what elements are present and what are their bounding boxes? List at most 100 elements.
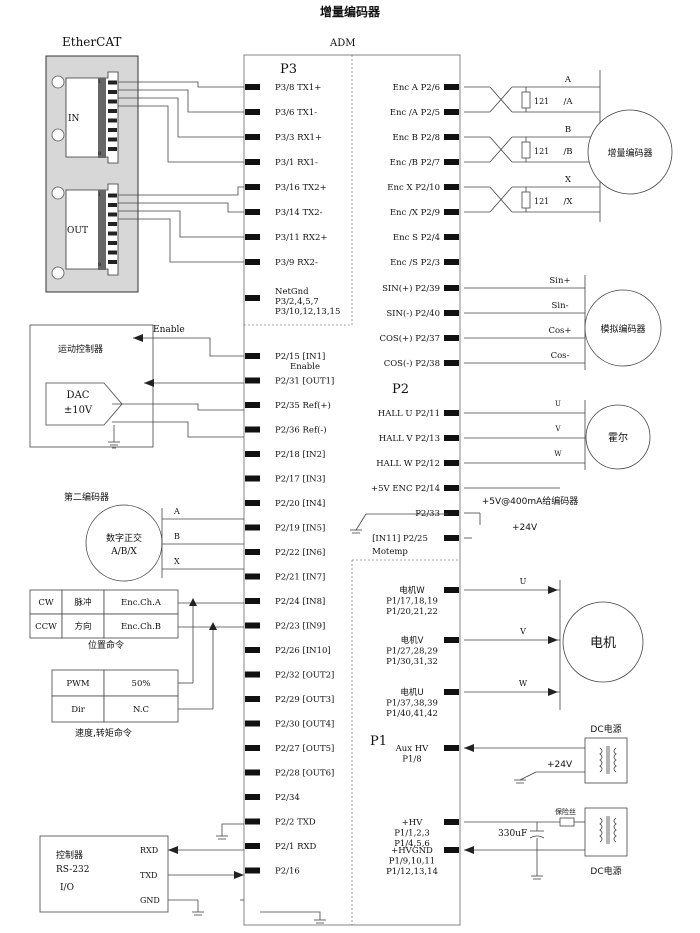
enc5v-wiring xyxy=(355,487,560,539)
p2-pin-terminal xyxy=(245,377,260,384)
rj45-contact xyxy=(108,241,117,245)
analog-pin-terminal xyxy=(444,360,459,366)
aux-arrow xyxy=(464,744,474,752)
motion-controller-title: 运动控制器 xyxy=(58,343,103,355)
rs232-arrows xyxy=(168,846,244,879)
enc-pin-terminal xyxy=(444,234,459,240)
p1-pin-label: P1/30,31,32 xyxy=(386,657,438,667)
analog-signal-label: Sin+ xyxy=(549,276,570,286)
analog-encoder-label: 模拟编码器 xyxy=(600,323,645,335)
dc-supply-2 xyxy=(584,807,628,857)
analog-signal-labels: Sin+Sin-Cos+Cos- xyxy=(548,276,571,361)
v24-label-1: +24V xyxy=(512,523,538,533)
position-table-cell xyxy=(61,613,105,639)
p2-pin-terminal xyxy=(245,720,260,727)
ethercat-title: EtherCAT xyxy=(62,35,121,49)
p3-pin-label: P3/8 TX1+ xyxy=(275,83,321,93)
p2-pin-label: P2/1 RXD xyxy=(275,842,317,852)
p1-pin-label: P1/9,10,11 xyxy=(389,857,435,867)
position-table-text: CW xyxy=(38,598,54,608)
p3-pin-label: P3/1 RX1- xyxy=(275,158,318,168)
position-table-cell xyxy=(103,613,179,639)
rj45-contact xyxy=(108,193,117,198)
motion-arrows xyxy=(133,334,154,387)
p1-pin-terminal xyxy=(444,819,459,825)
p3-pin-label: P3/16 TX2+ xyxy=(275,183,327,193)
p1-pin-label: 电机V xyxy=(401,635,424,646)
dac-ground xyxy=(108,441,120,449)
fuse xyxy=(559,817,575,827)
position-arrows xyxy=(189,598,217,630)
hv-wiring xyxy=(464,821,590,876)
rj45-in-pin1: 1 xyxy=(98,79,101,85)
enc-pin-label: Enc X P2/10 xyxy=(387,183,440,193)
p2-pin-label: P2/30 [OUT4] xyxy=(275,720,334,730)
diagram-title: 增量编码器 xyxy=(320,4,381,19)
p2-pin-label: P2/29 [OUT3] xyxy=(275,695,334,705)
p2-pin-terminal xyxy=(245,500,260,506)
rj45-in xyxy=(65,71,119,164)
p3-pin-terminal xyxy=(245,84,260,90)
hall-sensor-label: 霍尔 xyxy=(608,431,628,444)
motor-signal-labels: UVW xyxy=(519,577,528,688)
p1-pin-label: +HVGND xyxy=(391,846,433,856)
p1-pin-label: P1/27,28,29 xyxy=(386,647,438,657)
supply-5v-label: +5V@400mA给编码器 xyxy=(482,495,579,507)
position-table-text: 方向 xyxy=(74,621,91,632)
enc-pin-label: Enc /S P2/3 xyxy=(390,258,440,268)
ethercat-holes xyxy=(51,75,65,280)
motor-signal-label: W xyxy=(519,679,528,688)
hall-pin-label: HALL V P2/13 xyxy=(379,434,440,444)
encoder-signal-label: A xyxy=(564,75,572,85)
p3-pin-label: P3/3 RX1+ xyxy=(275,133,322,143)
incremental-encoder-label: 增量编码器 xyxy=(607,147,652,159)
hv-arrow xyxy=(464,846,474,854)
encoder-signal-label: /A xyxy=(563,97,573,107)
p1-pin-terminal xyxy=(444,637,459,643)
position-wiring xyxy=(178,602,244,710)
rj45-out-pin1: 1 xyxy=(98,192,101,198)
p3-pin-terminal xyxy=(245,109,260,115)
p1-pin-label: P1/8 xyxy=(402,755,421,765)
p2-pin-label: P2/35 Ref(+) xyxy=(275,400,331,411)
hall-sensor xyxy=(585,404,651,470)
p3-pin-label: P3/14 TX2- xyxy=(275,208,323,218)
p2-pin-label: P2/31 [OUT1] xyxy=(275,377,334,387)
p2-pin-terminal xyxy=(245,598,260,604)
second-encoder-title: 第二编码器 xyxy=(64,491,109,503)
hall-signal-labels: UVW xyxy=(554,400,562,458)
p2-pin-terminal xyxy=(245,353,260,359)
speed-table-text: PWM xyxy=(66,679,89,689)
incremental-encoder xyxy=(587,109,673,195)
p3-pin-label: P3/6 TX1- xyxy=(275,108,317,118)
enc-pin-label: Enc /X P2/9 xyxy=(390,208,440,218)
speed-table-cell xyxy=(51,669,105,697)
second-encoder-signals: ABX xyxy=(173,507,180,566)
p3-pin-label: P3/11 RX2+ xyxy=(275,233,328,243)
p2-pin-label: P2/23 [IN9] xyxy=(275,622,325,632)
enc5v-terminal xyxy=(444,485,459,491)
p2-pin-terminal xyxy=(245,843,260,849)
position-table-cell xyxy=(103,589,179,615)
rj45-contact xyxy=(108,260,117,264)
analog-pin-label: SIN(+) P2/39 xyxy=(382,283,440,294)
analog-pin-terminal xyxy=(444,285,459,291)
second-encoder-wiring xyxy=(161,508,244,578)
enc-pin-terminal xyxy=(444,84,459,90)
p2-pin-label: P2/19 [IN5] xyxy=(275,524,325,534)
enc-pin-terminal xyxy=(444,259,459,265)
enc-pin-terminal xyxy=(444,209,459,215)
second-encoder-signal: X xyxy=(174,557,180,566)
rj45-contact xyxy=(108,231,117,236)
res-3: 121 xyxy=(534,197,549,206)
p2-pin-label: P2/21 [IN7] xyxy=(275,573,325,583)
p3-pin-terminal xyxy=(245,134,260,140)
rj45-contact xyxy=(108,99,117,104)
p2-pin-label: P2/16 xyxy=(275,867,300,877)
enc-pin-label: Enc /A P2/5 xyxy=(390,108,440,118)
hall-pin-label: HALL U P2/11 xyxy=(378,409,440,419)
p3-pin-terminal xyxy=(245,259,260,265)
